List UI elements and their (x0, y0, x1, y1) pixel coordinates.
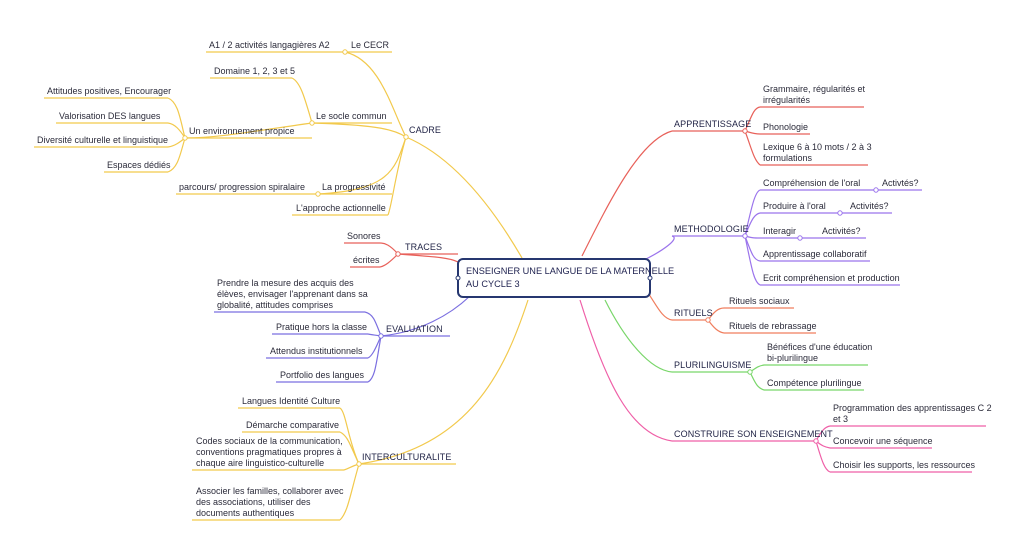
traces-item[interactable]: Sonores (347, 231, 381, 241)
env-item[interactable]: Diversité culturelle et linguistique (37, 135, 168, 145)
branch-cadre[interactable]: CADRE Le CECR A1 / 2 activités langagièr… (37, 40, 441, 213)
env-item[interactable]: Espaces dédiés (107, 160, 171, 170)
codes-line[interactable]: Codes sociaux de la communication, (196, 436, 343, 446)
branch-interculturalite[interactable]: INTERCULTURALITE Langues Identité Cultur… (196, 396, 451, 518)
familles-line[interactable]: des associations, utiliser des (196, 497, 311, 507)
socle-label[interactable]: Le socle commun (316, 111, 387, 121)
connector-evaluation (380, 295, 471, 337)
branch-construire[interactable]: CONSTRUIRE SON ENSEIGNEMENT Programmatio… (674, 403, 992, 470)
benefices-line[interactable]: Bénéfices d'une éducation (767, 342, 872, 352)
lexique-line[interactable]: formulations (763, 153, 813, 163)
competence-label[interactable]: Compétence plurilingue (767, 378, 862, 388)
socle-domaine[interactable]: Domaine 1, 2, 3 et 5 (214, 66, 295, 76)
root-node[interactable]: ENSEIGNER UNE LANGUE DE LA MATERNELLE AU… (455, 258, 674, 298)
root-title-line1: ENSEIGNER UNE LANGUE DE LA MATERNELLE (466, 266, 674, 276)
codes-line[interactable]: chaque aire linguistico-culturelle (196, 458, 324, 468)
produire-sub[interactable]: Activités? (850, 201, 889, 211)
connector-interculturalite (358, 299, 529, 465)
interculturalite-item[interactable]: Démarche comparative (246, 420, 339, 430)
evaluation-acquis-line[interactable]: Prendre la mesure des acquis des (217, 278, 354, 288)
evaluation-label[interactable]: EVALUATION (386, 324, 443, 334)
branch-traces[interactable]: TRACES Sonores écrites (347, 231, 442, 265)
apprentissage-label[interactable]: APPRENTISSAGE (674, 119, 751, 129)
branch-rituels[interactable]: RITUELS Rituels sociaux Rituels de rebra… (674, 296, 817, 331)
programmation-line[interactable]: Programmation des apprentissages C 2 (833, 403, 992, 413)
programmation-line[interactable]: et 3 (833, 414, 848, 424)
traces-item[interactable]: écrites (353, 255, 380, 265)
lexique-line[interactable]: Lexique 6 à 10 mots / 2 à 3 (763, 142, 872, 152)
cadre-label[interactable]: CADRE (409, 125, 441, 135)
plurilinguisme-label[interactable]: PLURILINGUISME (674, 360, 751, 370)
connector-construire (579, 299, 673, 442)
rituels-item[interactable]: Rituels de rebrassage (729, 321, 817, 331)
connector-apprentissage (581, 130, 673, 257)
construire-item[interactable]: Choisir les supports, les ressources (833, 460, 976, 470)
branch-methodologie[interactable]: METHODOLOGIE Compréhension de l'oral Act… (674, 178, 919, 283)
connector-plurilinguisme (604, 299, 673, 373)
progressivite-item[interactable]: parcours/ progression spiralaire (179, 182, 305, 192)
env-item[interactable]: Valorisation DES langues (59, 111, 161, 121)
grammaire-line[interactable]: Grammaire, régularités et (763, 84, 866, 94)
codes-line[interactable]: conventions pragmatiques propres à (196, 447, 342, 457)
traces-label[interactable]: TRACES (405, 242, 442, 252)
rituels-item[interactable]: Rituels sociaux (729, 296, 790, 306)
branch-evaluation[interactable]: EVALUATION Prendre la mesure des acquis … (217, 278, 443, 380)
evaluation-item[interactable]: Pratique hors la classe (276, 322, 367, 332)
connector-traces (397, 253, 459, 263)
grammaire-line[interactable]: irrégularités (763, 95, 811, 105)
branch-apprentissage[interactable]: APPRENTISSAGE Grammaire, régularités et … (674, 84, 872, 163)
interculturalite-label[interactable]: INTERCULTURALITE (362, 452, 451, 462)
methodologie-item[interactable]: Ecrit compréhension et production (763, 273, 900, 283)
oral-sub[interactable]: Activtés? (882, 178, 919, 188)
construire-item[interactable]: Concevoir une séquence (833, 436, 933, 446)
interculturalite-item[interactable]: Langues Identité Culture (242, 396, 340, 406)
node-dots (182, 49, 879, 467)
phonologie-label[interactable]: Phonologie (763, 122, 808, 132)
produire-label[interactable]: Produire à l'oral (763, 201, 826, 211)
connector-cadre (405, 136, 523, 259)
benefices-line[interactable]: bi-plurilingue (767, 353, 818, 363)
evaluation-acquis-line[interactable]: élèves, envisager l'apprenant dans sa (217, 289, 368, 299)
env-label[interactable]: Un environnement propice (189, 126, 295, 136)
progressivite-label[interactable]: La progressivité (322, 182, 386, 192)
cecr-item[interactable]: A1 / 2 activités langagières A2 (209, 40, 330, 50)
cecr-label[interactable]: Le CECR (351, 40, 390, 50)
oral-label[interactable]: Compréhension de l'oral (763, 178, 860, 188)
familles-line[interactable]: documents authentiques (196, 508, 295, 518)
methodologie-item[interactable]: Apprentissage collaboratif (763, 249, 867, 259)
evaluation-acquis-line[interactable]: globalité, attitudes comprises (217, 300, 334, 310)
construire-label[interactable]: CONSTRUIRE SON ENSEIGNEMENT (674, 429, 833, 439)
methodologie-label[interactable]: METHODOLOGIE (674, 224, 749, 234)
evaluation-item[interactable]: Portfolio des langues (280, 370, 365, 380)
familles-line[interactable]: Associer les familles, collaborer avec (196, 486, 344, 496)
branch-plurilinguisme[interactable]: PLURILINGUISME Bénéfices d'une éducation… (674, 342, 872, 388)
actionnelle-label[interactable]: L'approche actionnelle (296, 203, 386, 213)
env-item[interactable]: Attitudes positives, Encourager (47, 86, 171, 96)
evaluation-item[interactable]: Attendus institutionnels (270, 346, 363, 356)
root-title-line2: AU CYCLE 3 (466, 279, 520, 289)
rituels-label[interactable]: RITUELS (674, 308, 713, 318)
root-node-box[interactable] (457, 258, 651, 298)
interagir-label[interactable]: Interagir (763, 226, 796, 236)
interagir-sub[interactable]: Activités? (822, 226, 861, 236)
